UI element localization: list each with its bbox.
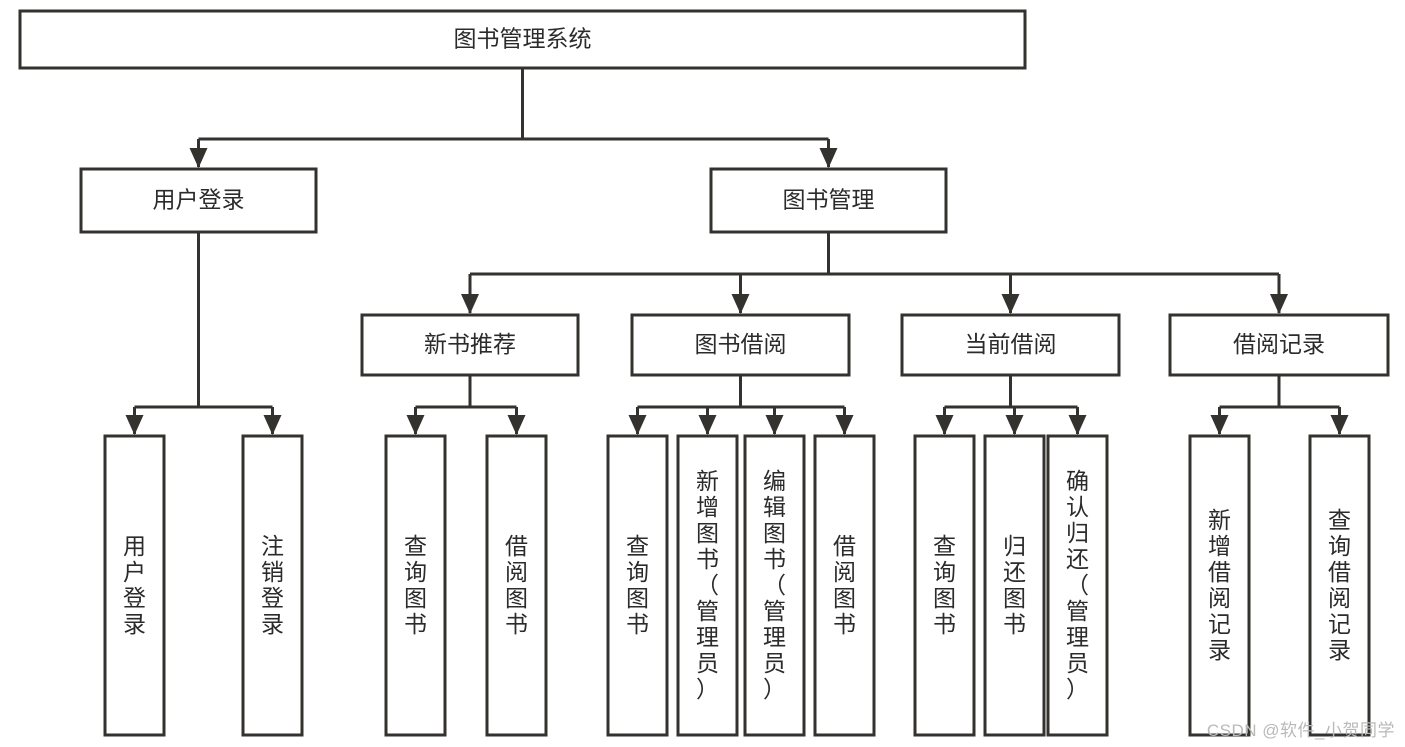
node-label: 新书推荐 — [424, 331, 516, 357]
node-leaf-10[interactable]: 确认归还（管理员） — [1046, 434, 1109, 737]
node-label: 查询图书 — [404, 533, 427, 637]
node-leaf-2[interactable]: 查询图书 — [384, 434, 447, 737]
arrow-head-icon — [189, 148, 208, 168]
node-leaf-6[interactable]: 编辑图书（管理员） — [743, 434, 806, 737]
node-leaf-5[interactable]: 新增图书（管理员） — [676, 434, 739, 737]
node-label: 确认归还（管理员） — [1066, 468, 1089, 702]
node-box — [900, 313, 1121, 377]
node-level3-1[interactable]: 图书借阅 — [630, 313, 851, 377]
arrow-head-icon — [835, 415, 854, 435]
node-label: 图书管理 — [783, 187, 875, 213]
node-box — [1308, 434, 1371, 737]
node-box — [743, 434, 806, 737]
node-layer: 图书管理系统用户登录图书管理新书推荐图书借阅当前借阅借阅记录用户登录注销登录查询… — [18, 9, 1390, 737]
node-leaf-12[interactable]: 查询借阅记录 — [1308, 434, 1371, 737]
node-leaf-11[interactable]: 新增借阅记录 — [1188, 434, 1251, 737]
node-label: 借阅图书 — [833, 533, 856, 637]
node-box — [1046, 434, 1109, 737]
node-level3-3[interactable]: 借阅记录 — [1168, 313, 1390, 377]
arrow-head-icon — [1001, 294, 1020, 314]
arrow-head-icon — [507, 415, 526, 435]
node-leaf-1[interactable]: 注销登录 — [241, 434, 304, 737]
node-label: 图书管理系统 — [454, 26, 592, 52]
node-box — [813, 434, 876, 737]
node-box — [709, 167, 948, 234]
node-label: 查询借阅记录 — [1328, 507, 1351, 663]
node-box — [79, 167, 318, 234]
arrow-head-icon — [1270, 294, 1288, 314]
node-label: 新增借阅记录 — [1208, 507, 1231, 663]
node-box — [1188, 434, 1251, 737]
arrow-head-icon — [1330, 415, 1349, 435]
node-level3-0[interactable]: 新书推荐 — [360, 313, 580, 377]
arrow-head-icon — [1005, 415, 1024, 435]
node-leaf-4[interactable]: 查询图书 — [606, 434, 669, 737]
node-leaf-7[interactable]: 借阅图书 — [813, 434, 876, 737]
arrow-head-icon — [731, 294, 750, 314]
node-level2-0[interactable]: 用户登录 — [79, 167, 318, 234]
node-leaf-8[interactable]: 查询图书 — [913, 434, 976, 737]
node-leaf-0[interactable]: 用户登录 — [103, 434, 166, 737]
node-label: 当前借阅 — [965, 331, 1057, 357]
node-label: 借阅记录 — [1233, 331, 1325, 357]
node-label: 编辑图书（管理员） — [763, 468, 786, 702]
node-box — [360, 313, 580, 377]
node-box — [241, 434, 304, 737]
node-box — [103, 434, 166, 737]
node-label: 归还图书 — [1003, 533, 1026, 637]
node-box — [676, 434, 739, 737]
arrow-head-icon — [406, 415, 425, 435]
node-leaf-9[interactable]: 归还图书 — [983, 434, 1046, 737]
arrow-head-icon — [263, 415, 282, 435]
node-label: 借阅图书 — [505, 533, 528, 637]
arrow-head-icon — [1210, 415, 1229, 435]
node-box — [18, 9, 1027, 70]
arrow-head-icon — [628, 415, 647, 435]
arrow-head-icon — [819, 148, 838, 168]
arrow-head-icon — [125, 415, 144, 435]
node-root-system[interactable]: 图书管理系统 — [18, 9, 1027, 70]
node-box — [606, 434, 669, 737]
node-box — [630, 313, 851, 377]
node-label: 查询图书 — [626, 533, 649, 637]
node-label: 用户登录 — [123, 533, 146, 637]
node-label: 图书借阅 — [695, 331, 787, 357]
node-label: 用户登录 — [153, 187, 245, 213]
node-box — [384, 434, 447, 737]
node-label: 查询图书 — [933, 533, 956, 637]
node-box — [913, 434, 976, 737]
node-box — [983, 434, 1046, 737]
arrow-head-icon — [698, 415, 717, 435]
arrow-head-icon — [765, 415, 784, 435]
node-box — [485, 434, 548, 737]
node-leaf-3[interactable]: 借阅图书 — [485, 434, 548, 737]
node-label: 新增图书（管理员） — [696, 468, 719, 702]
node-level3-2[interactable]: 当前借阅 — [900, 313, 1121, 377]
connector-layer — [125, 68, 1349, 435]
arrow-head-icon — [461, 294, 479, 314]
node-level2-1[interactable]: 图书管理 — [709, 167, 948, 234]
node-box — [1168, 313, 1390, 377]
arrow-head-icon — [935, 415, 954, 435]
arrow-head-icon — [1068, 415, 1087, 435]
node-label: 注销登录 — [261, 533, 284, 637]
